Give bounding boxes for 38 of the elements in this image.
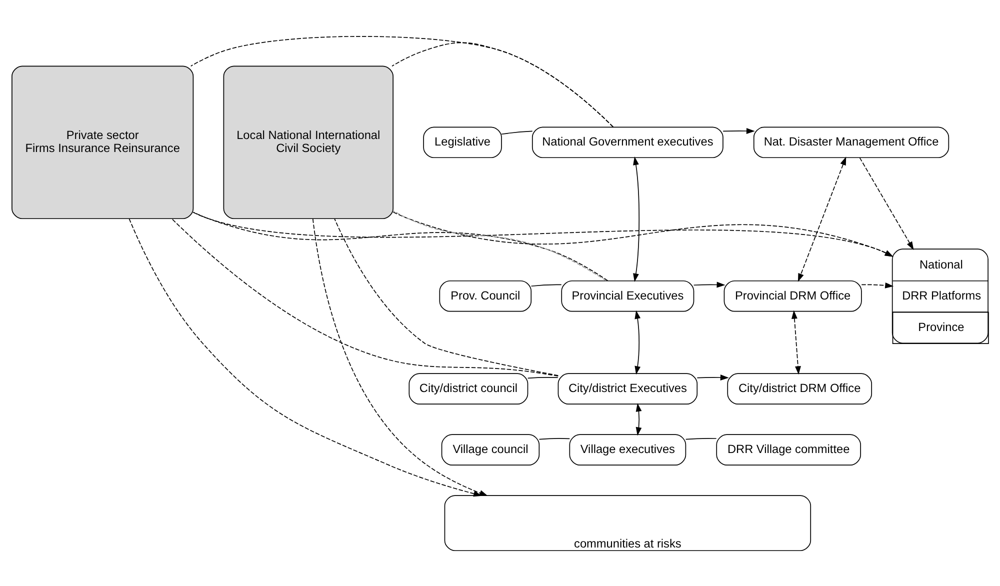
node-box: City/district DRM Office	[727, 372, 872, 404]
arrow	[792, 310, 801, 374]
node-box: Village executives	[569, 434, 686, 465]
node-box: Local National International Civil Society	[223, 65, 394, 219]
node-box: communities at risks	[444, 494, 812, 551]
connector	[392, 210, 607, 281]
arrow	[722, 128, 755, 134]
connector	[685, 437, 717, 440]
arrow	[392, 211, 894, 256]
arrow	[634, 310, 641, 374]
connector	[190, 36, 614, 127]
arrow	[859, 156, 914, 250]
node-box: Provincial Executives	[561, 280, 694, 312]
arrow	[693, 281, 726, 288]
connector	[530, 284, 562, 286]
arrow	[798, 156, 846, 282]
connector	[192, 211, 608, 281]
arrow	[192, 211, 894, 256]
connector	[527, 376, 558, 378]
connector	[334, 218, 559, 376]
arrow	[633, 156, 640, 282]
node-box: Prov. Council	[439, 280, 532, 312]
node-box: National Government executives	[532, 126, 724, 158]
node-box: City/district council	[408, 372, 528, 404]
node-box: Provincial DRM Office	[724, 280, 862, 312]
node-box: Private sector Firms Insurance Reinsurance	[12, 65, 194, 219]
connector	[501, 130, 533, 134]
arrow	[636, 402, 642, 436]
node-box: DRR Village committee	[716, 434, 861, 465]
arrow	[696, 374, 729, 380]
arrow	[861, 282, 894, 288]
node-box: Village council	[441, 434, 540, 465]
node-box: Nat. Disaster Management Office	[753, 126, 950, 158]
connector	[392, 42, 614, 127]
connector	[538, 437, 570, 440]
connector	[171, 218, 559, 376]
node-box: Legislative	[423, 126, 502, 158]
node-box: City/district Executives	[558, 372, 698, 404]
